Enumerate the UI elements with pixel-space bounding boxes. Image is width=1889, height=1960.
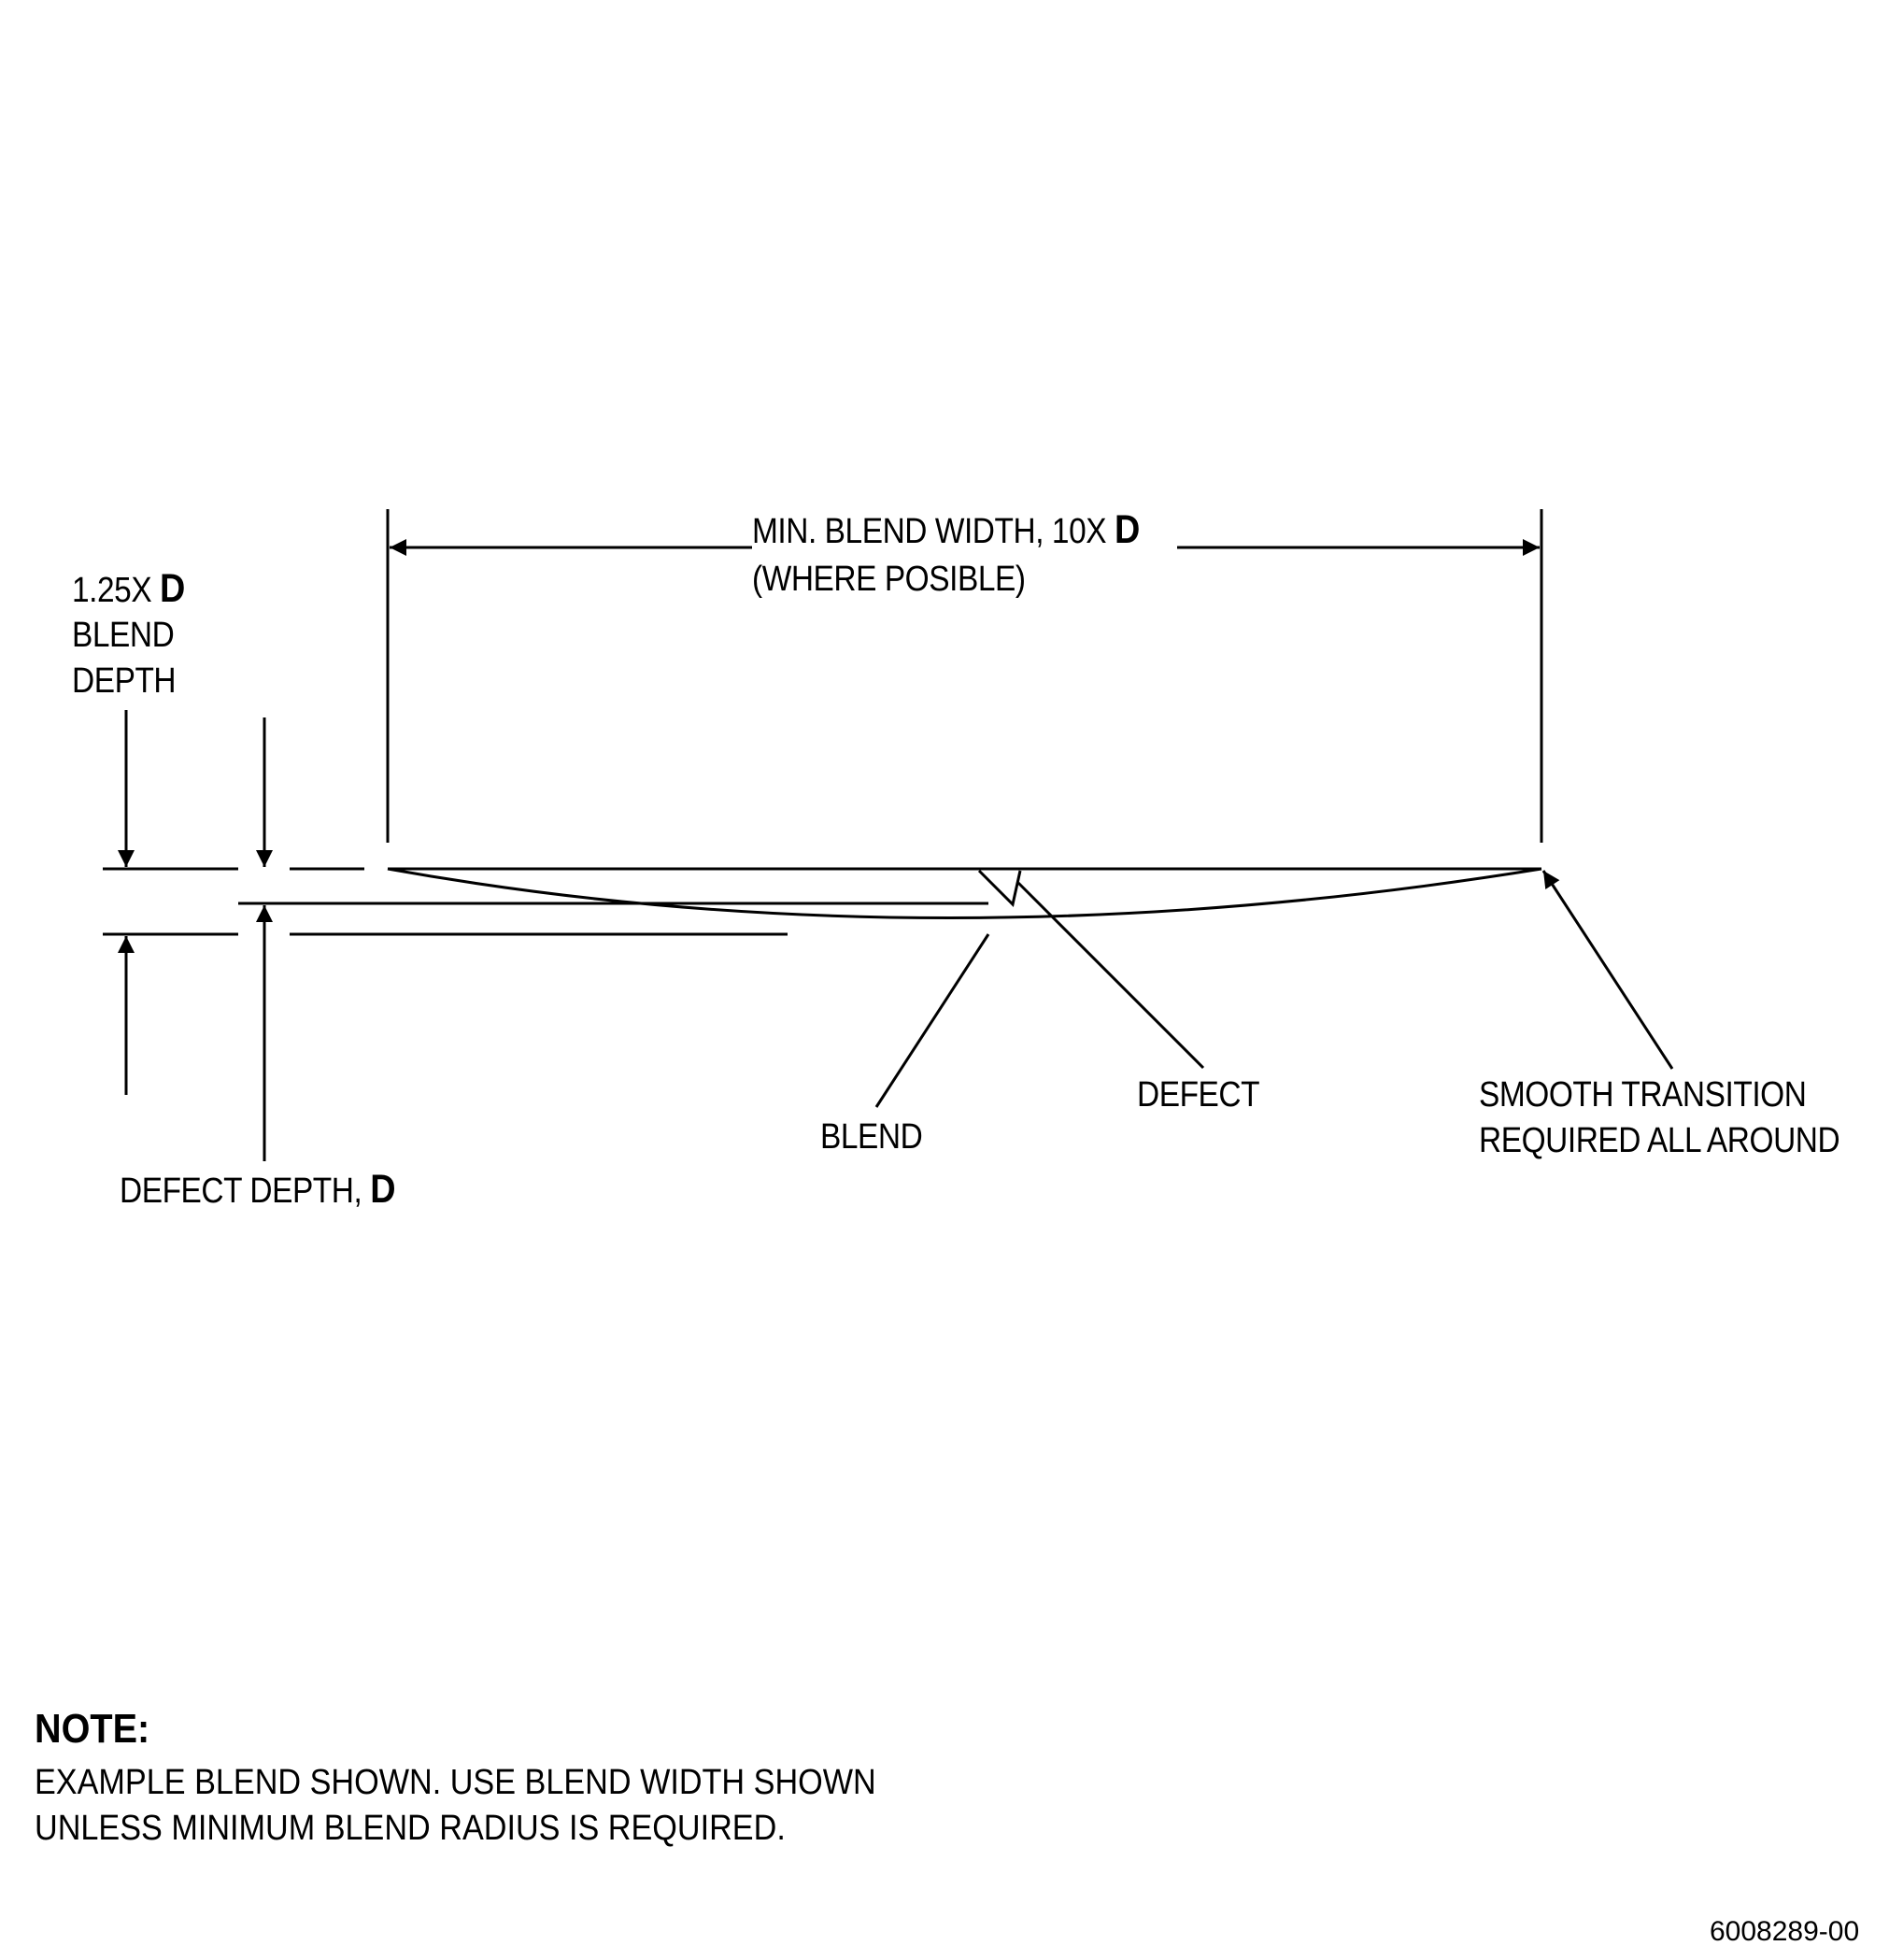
blend-depth-symbol: D <box>160 566 185 611</box>
smooth-transition-leader <box>1541 870 1674 1070</box>
defect-depth-label: DEFECT DEPTH, D <box>120 1166 396 1214</box>
blend-depth-label-line2: BLEND <box>72 616 175 655</box>
min-width-label: MIN. BLEND WIDTH, 10X D <box>752 506 1140 555</box>
defect-leader <box>1016 881 1205 1070</box>
blend-label: BLEND <box>820 1117 923 1157</box>
note-line-1: EXAMPLE BLEND SHOWN. USE BLEND WIDTH SHO… <box>35 1763 876 1802</box>
blend-curve <box>387 867 1542 919</box>
figure-id: 6008289-00 <box>1710 1916 1860 1947</box>
defect-notch <box>977 869 1022 907</box>
min-width-symbol: D <box>1114 507 1140 552</box>
blend-depth-label: 1.25X D <box>72 565 185 614</box>
blend-leader <box>874 933 990 1108</box>
blend-depth-label-line3: DEPTH <box>72 661 177 701</box>
min-width-prefix: MIN. BLEND WIDTH, 10X <box>752 512 1107 551</box>
min-width-label-line2: (WHERE POSIBLE) <box>752 560 1026 599</box>
note-line-2: UNLESS MINIMUM BLEND RADIUS IS REQUIRED. <box>35 1809 786 1848</box>
defect-depth-prefix: DEFECT DEPTH, <box>120 1172 362 1211</box>
defect-label: DEFECT <box>1137 1075 1260 1115</box>
smooth-transition-label-line1: SMOOTH TRANSITION <box>1479 1075 1807 1115</box>
blend-depth-prefix: 1.25X <box>72 571 152 610</box>
defect-depth-symbol: D <box>370 1167 396 1212</box>
note-title: NOTE: <box>35 1706 150 1752</box>
smooth-transition-label-line2: REQUIRED ALL AROUND <box>1479 1121 1840 1160</box>
